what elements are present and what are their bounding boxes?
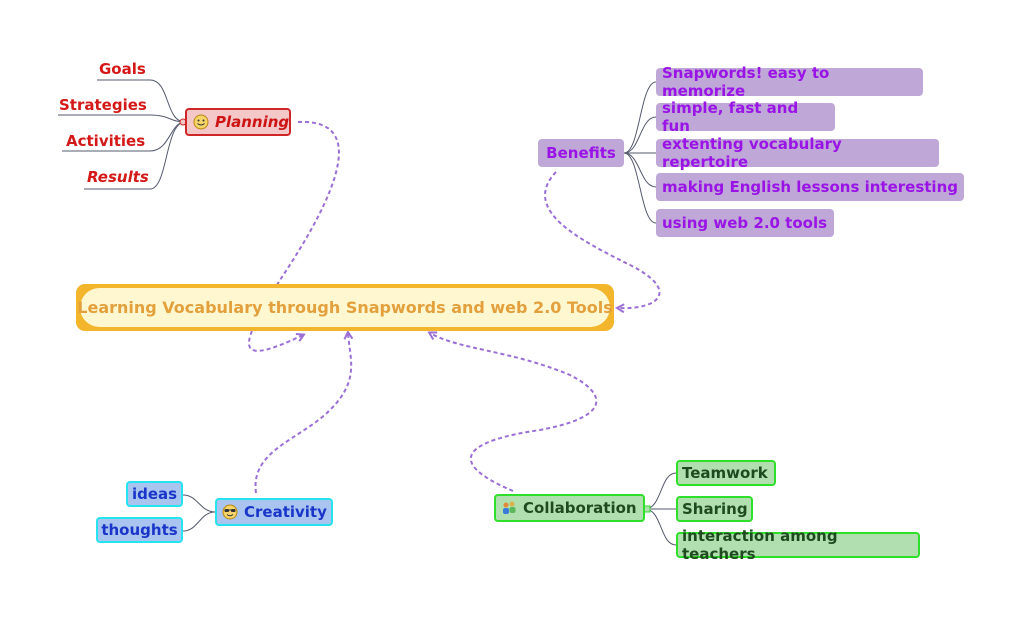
relationship-planning-central (248, 120, 340, 352)
topic-creativity[interactable]: Creativity (215, 498, 333, 526)
subtopic-interaction-among-teachers[interactable]: interaction among teachers (676, 527, 920, 563)
topic-benefits-label: Benefits (546, 144, 616, 162)
subtopic-ideas[interactable]: ideas (126, 481, 183, 507)
topic-collaboration[interactable]: Collaboration (494, 494, 645, 522)
topic-collaboration-label: Collaboration (523, 499, 637, 517)
topic-benefits[interactable]: Benefits (538, 139, 624, 167)
subtopic-teamwork[interactable]: Teamwork (676, 460, 776, 486)
central-topic-label: Learning Vocabulary through Snapwords an… (77, 288, 613, 327)
topic-creativity-label: Creativity (244, 503, 327, 521)
smiley-face-icon (193, 114, 209, 130)
subtopic-benefit-2[interactable]: simple, fast and fun (656, 99, 835, 135)
relationship-creativity-central (254, 333, 352, 494)
subtopic-benefit-1[interactable]: Snapwords! easy to memorize (656, 64, 923, 100)
benefits-branch-lines (623, 81, 657, 224)
subtopic-strategies[interactable]: Strategies (59, 96, 147, 114)
subtopic-benefit-5[interactable]: using web 2.0 tools (656, 209, 834, 237)
relationship-benefits-central (544, 171, 661, 308)
central-topic[interactable]: Learning Vocabulary through Snapwords an… (76, 284, 614, 331)
relationship-collaboration-central (430, 333, 598, 492)
subtopic-thoughts[interactable]: thoughts (96, 517, 183, 543)
subtopic-benefit-3[interactable]: extenting vocabulary repertoire (656, 135, 939, 171)
topic-planning-label: Planning (215, 113, 290, 131)
subtopic-benefit-4[interactable]: making English lessons interesting (656, 173, 964, 201)
creativity-branch-lines (182, 494, 216, 532)
subtopic-goals[interactable]: Goals (99, 60, 146, 78)
subtopic-sharing[interactable]: Sharing (676, 496, 753, 522)
topic-planning[interactable]: Planning (185, 108, 291, 136)
subtopic-activities[interactable]: Activities (66, 132, 146, 150)
people-group-icon (501, 500, 517, 516)
subtopic-results[interactable]: Results (87, 168, 149, 186)
sunglasses-face-icon (222, 504, 238, 520)
